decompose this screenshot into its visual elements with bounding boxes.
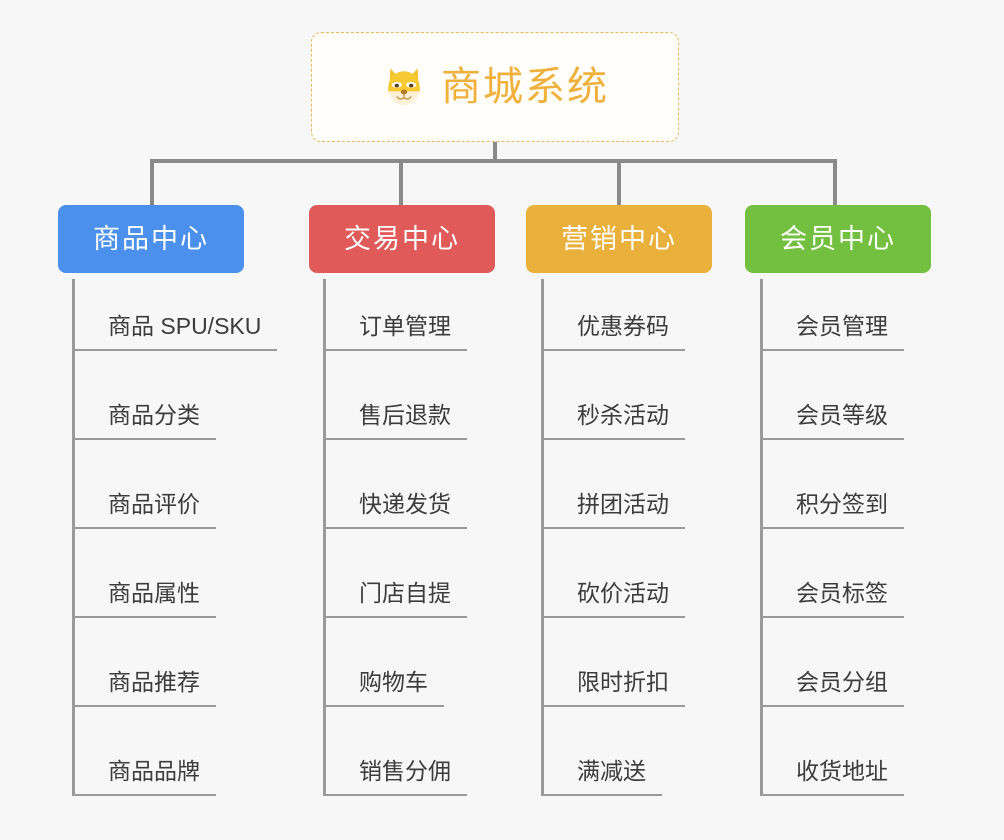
leaf-label: 会员标签 [760, 582, 904, 618]
leaf-item[interactable]: 商品推荐 [72, 671, 216, 707]
leaf-label: 收货地址 [760, 760, 904, 796]
leaf-label: 会员分组 [760, 671, 904, 707]
leaf-label: 销售分佣 [323, 760, 467, 796]
leaf-item[interactable]: 限时折扣 [541, 671, 685, 707]
leaf-item[interactable]: 秒杀活动 [541, 404, 685, 440]
connector-drop-1 [150, 159, 154, 205]
leaf-item[interactable]: 商品 SPU/SKU [72, 315, 278, 351]
leaf-item[interactable]: 门店自提 [323, 582, 467, 618]
dog-face-icon [388, 68, 420, 105]
category-box-marketing-center[interactable]: 营销中心 [526, 205, 712, 273]
leaf-item[interactable]: 优惠券码 [541, 315, 685, 351]
leaf-label: 商品属性 [72, 582, 216, 618]
leaf-label: 商品品牌 [72, 760, 216, 796]
leaf-item[interactable]: 收货地址 [760, 760, 904, 796]
category-label: 商品中心 [93, 223, 209, 254]
leaf-label: 订单管理 [323, 315, 467, 351]
category-box-member-center[interactable]: 会员中心 [745, 205, 931, 273]
leaf-spine [541, 279, 544, 796]
leaf-item[interactable]: 订单管理 [323, 315, 467, 351]
leaf-item[interactable]: 销售分佣 [323, 760, 467, 796]
leaf-label: 购物车 [323, 671, 444, 707]
connector-bus [150, 159, 837, 163]
leaf-label: 会员管理 [760, 315, 904, 351]
leaf-item[interactable]: 售后退款 [323, 404, 467, 440]
leaf-label: 会员等级 [760, 404, 904, 440]
leaf-item[interactable]: 商品评价 [72, 493, 216, 529]
leaf-item[interactable]: 商品属性 [72, 582, 216, 618]
leaf-item[interactable]: 会员分组 [760, 671, 904, 707]
leaf-label: 商品推荐 [72, 671, 216, 707]
root-node[interactable]: 商城系统 [311, 32, 679, 142]
category-label: 营销中心 [561, 223, 677, 254]
leaf-label: 商品分类 [72, 404, 216, 440]
leaf-label: 商品评价 [72, 493, 216, 529]
leaf-item[interactable]: 会员等级 [760, 404, 904, 440]
leaf-item[interactable]: 会员管理 [760, 315, 904, 351]
category-label: 会员中心 [780, 223, 896, 254]
leaf-label: 优惠券码 [541, 315, 685, 351]
leaf-label: 商品 SPU/SKU [72, 315, 278, 351]
connector-drop-4 [833, 159, 837, 205]
category-label: 交易中心 [344, 223, 460, 254]
leaf-label: 秒杀活动 [541, 404, 685, 440]
leaf-item[interactable]: 积分签到 [760, 493, 904, 529]
leaf-label: 满减送 [541, 760, 662, 796]
leaf-spine [760, 279, 763, 796]
leaf-item[interactable]: 商品品牌 [72, 760, 216, 796]
leaf-item[interactable]: 会员标签 [760, 582, 904, 618]
leaf-spine [72, 279, 75, 796]
leaf-label: 拼团活动 [541, 493, 685, 529]
leaf-label: 门店自提 [323, 582, 467, 618]
connector-root-stem [493, 142, 497, 163]
leaf-item[interactable]: 商品分类 [72, 404, 216, 440]
category-box-trade-center[interactable]: 交易中心 [309, 205, 495, 273]
leaf-label: 砍价活动 [541, 582, 685, 618]
leaf-item[interactable]: 砍价活动 [541, 582, 685, 618]
category-box-product-center[interactable]: 商品中心 [58, 205, 244, 273]
root-title: 商城系统 [441, 65, 609, 109]
leaf-item[interactable]: 购物车 [323, 671, 444, 707]
leaf-item[interactable]: 满减送 [541, 760, 662, 796]
leaf-label: 快递发货 [323, 493, 467, 529]
leaf-label: 售后退款 [323, 404, 467, 440]
leaf-item[interactable]: 快递发货 [323, 493, 467, 529]
leaf-spine [323, 279, 326, 796]
leaf-label: 积分签到 [760, 493, 904, 529]
connector-drop-2 [399, 159, 403, 205]
connector-drop-3 [617, 159, 621, 205]
leaf-label: 限时折扣 [541, 671, 685, 707]
leaf-item[interactable]: 拼团活动 [541, 493, 685, 529]
